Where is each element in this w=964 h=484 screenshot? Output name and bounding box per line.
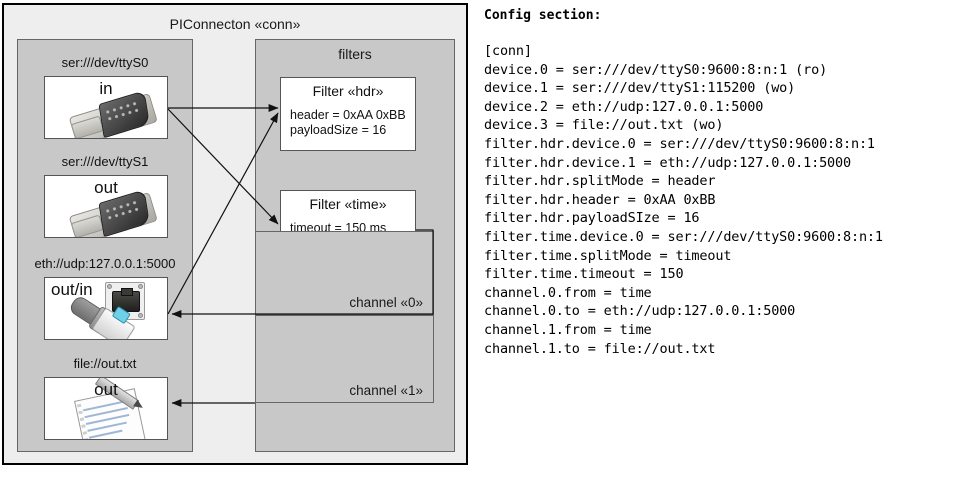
filter-box-hdr[interactable]: Filter «hdr» header = 0xAA 0xBB payloadS… — [280, 77, 416, 151]
device-box-file[interactable]: out — [44, 377, 168, 440]
filter-title-hdr: Filter «hdr» — [312, 83, 384, 99]
device-direction-ttys1: out — [94, 178, 118, 197]
channel-box-1[interactable]: channel «1» — [255, 315, 434, 403]
device-box-eth[interactable]: out/in — [44, 277, 168, 340]
filter-props-hdr: header = 0xAA 0xBB payloadSize = 16 — [290, 108, 406, 138]
device-label-ttys1: ser:///dev/ttyS1 — [61, 154, 149, 169]
config-text: [conn] device.0 = ser:///dev/ttyS0:9600:… — [484, 43, 883, 357]
diagram-title: PIConnecton «conn» — [169, 16, 301, 32]
device-label-file: file://out.txt — [73, 356, 137, 371]
device-box-ttys0[interactable]: in — [44, 76, 168, 139]
device-direction-eth: out/in — [51, 280, 93, 299]
device-direction-file: out — [94, 380, 118, 399]
channel-label-0: channel «0» — [349, 295, 423, 310]
channel-label-1: channel «1» — [349, 383, 423, 398]
device-box-ttys1[interactable]: out — [44, 175, 168, 238]
filter-prop: payloadSize = 16 — [290, 123, 387, 137]
channel-box-0[interactable]: channel «0» — [255, 231, 434, 315]
device-label-ttys0: ser:///dev/ttyS0 — [61, 55, 149, 70]
config-heading: Config section: — [484, 8, 602, 23]
filter-prop: header = 0xAA 0xBB — [290, 108, 406, 122]
filter-title-time: Filter «time» — [309, 196, 387, 212]
device-direction-ttys0: in — [99, 79, 113, 98]
device-label-eth: eth://udp:127.0.0.1:5000 — [34, 256, 176, 271]
filters-panel-title: filters — [338, 46, 372, 62]
